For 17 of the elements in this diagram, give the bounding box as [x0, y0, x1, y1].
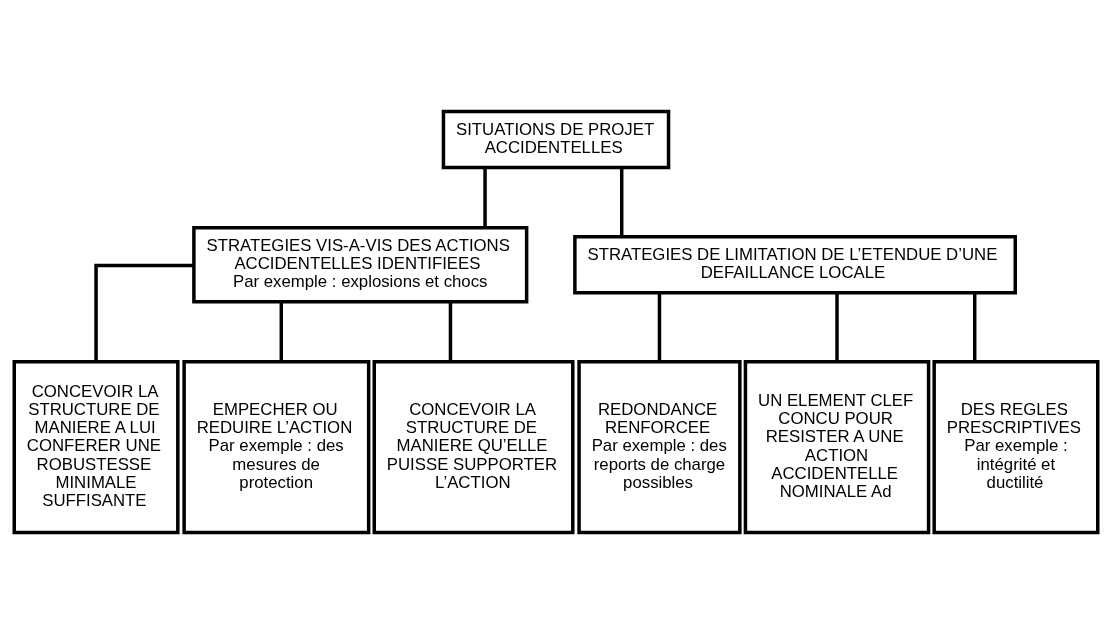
node-box: REDONDANCE RENFORCEE Par exemple : des reports de charge possibles — [577, 359, 742, 534]
node-box: EMPECHER OU REDUIRE L’ACTION Par exemple : des mesures de protection — [182, 359, 371, 534]
connector — [835, 292, 839, 362]
node-box: CONCEVOIR LA STRUCTURE DE MANIERE A LUI CONFERER UNE ROBUSTESSE MINIMALE SUFFISANTE — [12, 359, 180, 534]
connector — [448, 301, 453, 362]
connector — [657, 292, 662, 362]
connector — [94, 263, 194, 362]
connector — [279, 301, 284, 362]
connector — [619, 167, 624, 236]
node-box: STRATEGIES DE LIMITATION DE L’ETENDUE D’UNE DEFAILLANCE LOCALE — [573, 234, 1017, 294]
node-box: CONCEVOIR LA STRUCTURE DE MANIERE QU’ELLE PUISSE SUPPORTER L’ACTION — [372, 359, 575, 534]
node-box: STRATEGIES VIS-A-VIS DES ACTIONS ACCIDENTELLES IDENTIFIEES Par exemple : explosions et chocs — [192, 225, 529, 303]
node-box: SITUATIONS DE PROJET ACCIDENTELLES — [441, 109, 671, 169]
connector — [483, 167, 487, 227]
connector — [972, 292, 977, 362]
node-box: DES REGLES PRESCRIPTIVES Par exemple : intégrité et ductilité — [932, 359, 1100, 534]
node-box: UN ELEMENT CLEF CONCU POUR RESISTER A UNE ACTION ACCIDENTELLE NOMINALE Ad — [743, 359, 931, 534]
